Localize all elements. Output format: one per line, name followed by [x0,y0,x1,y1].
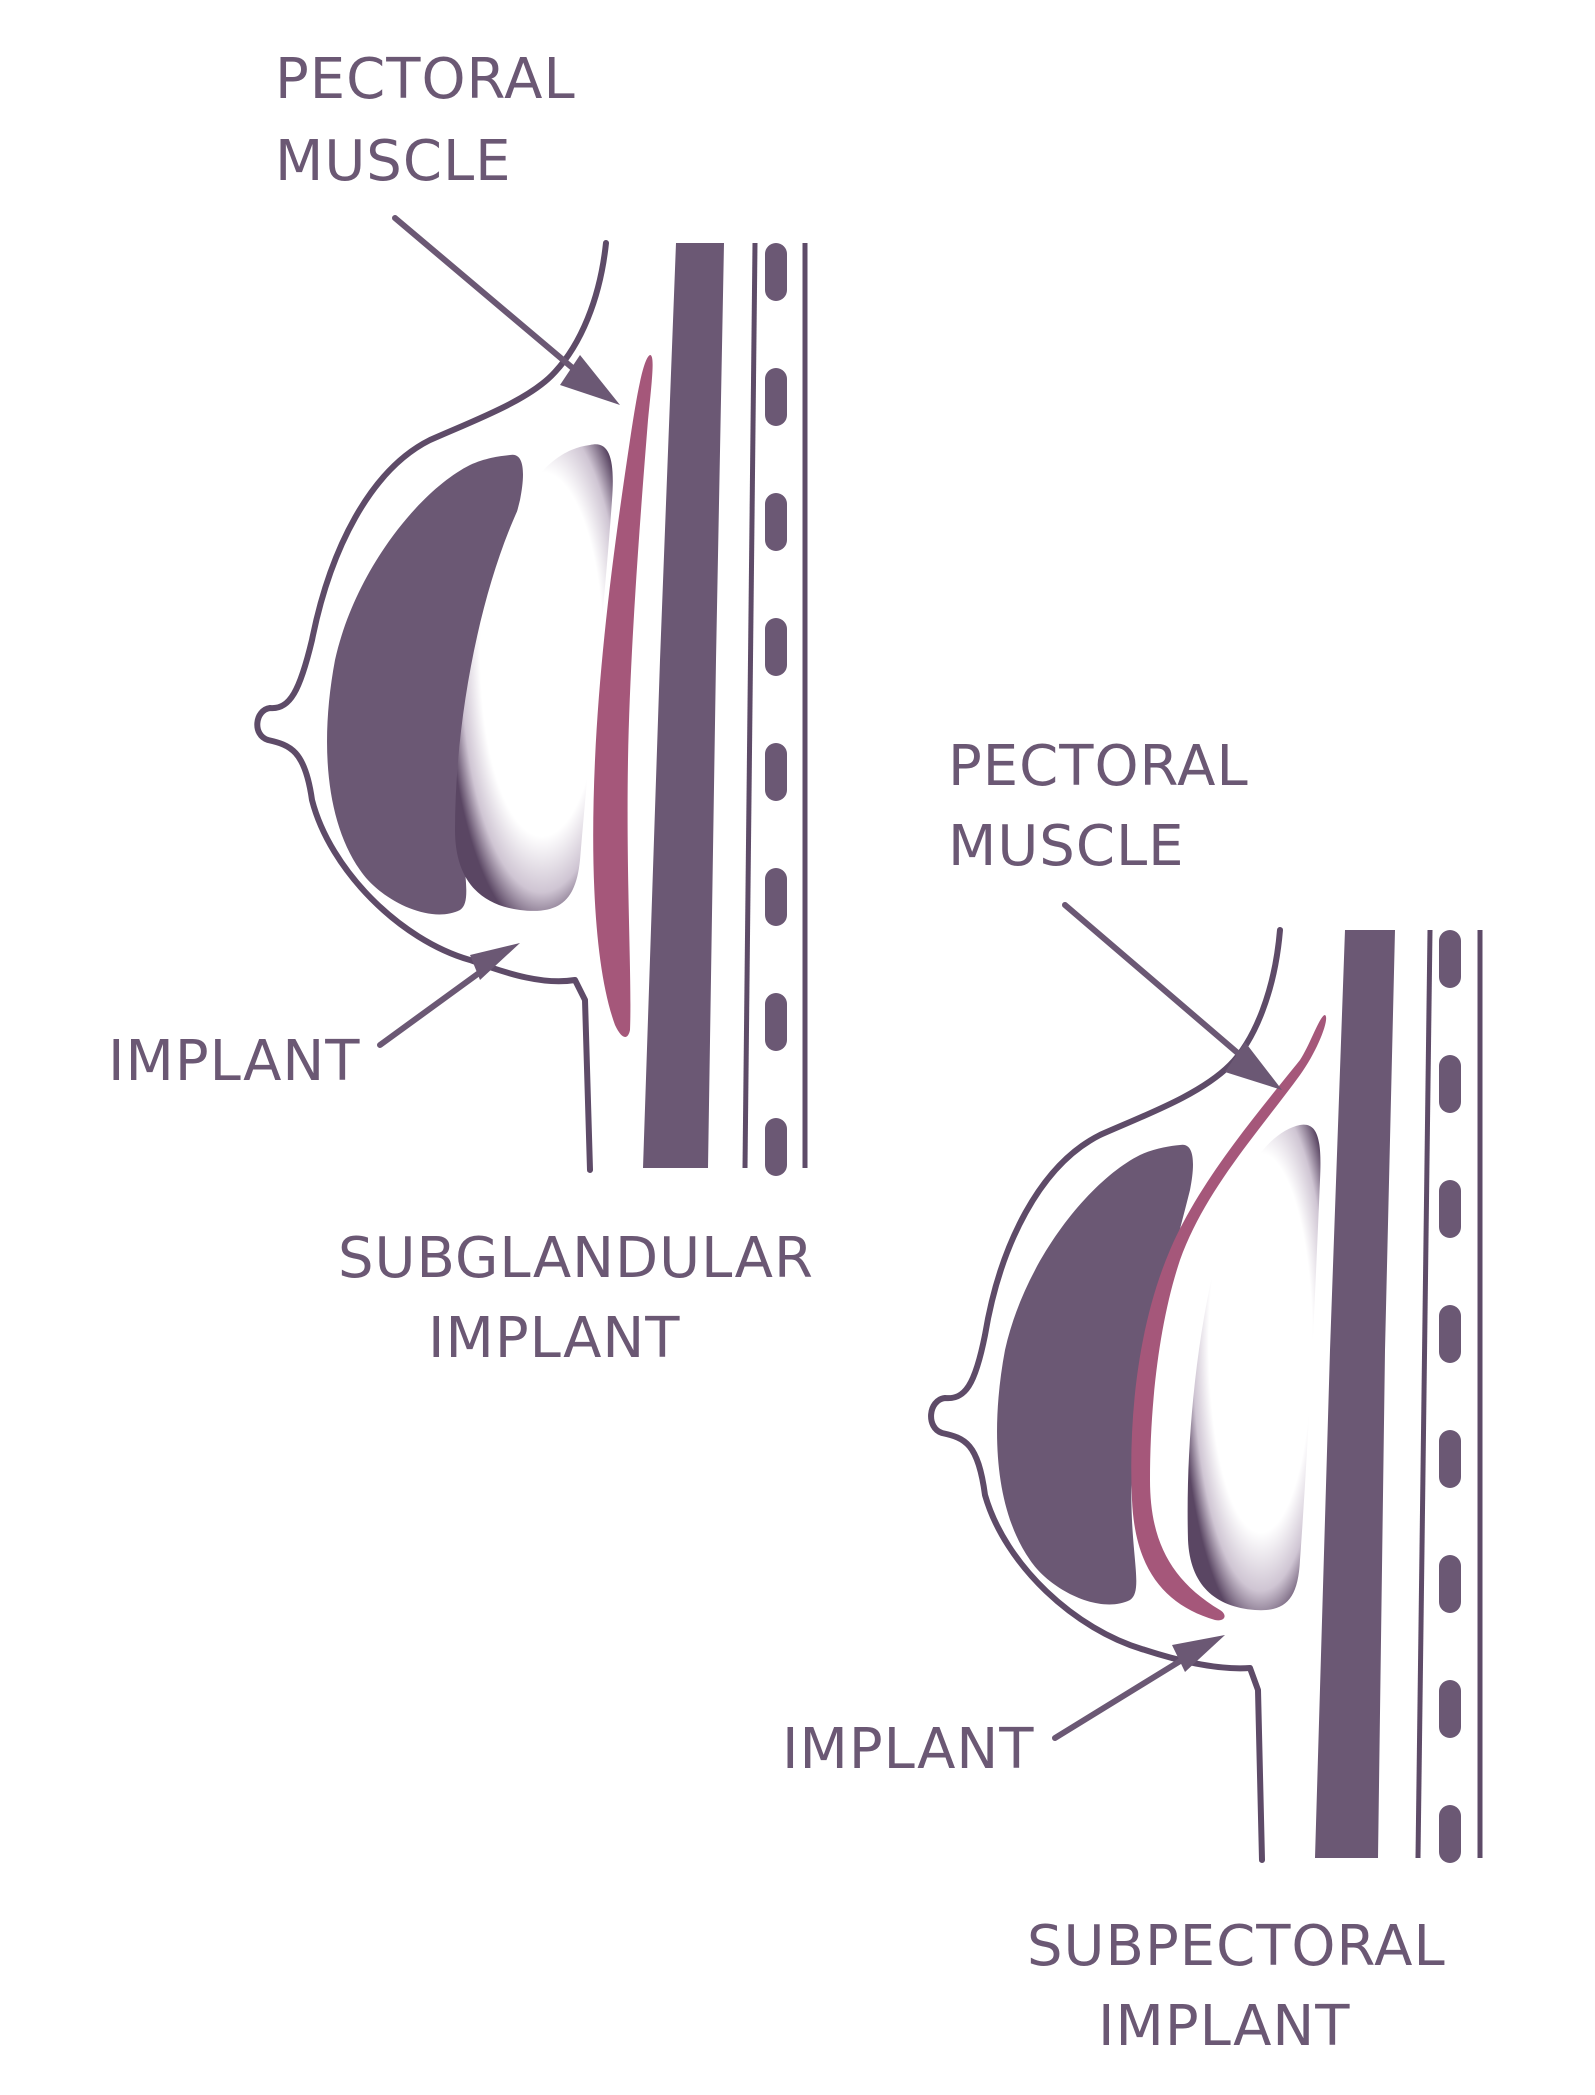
rib-segment [765,243,787,301]
rib-segment [1439,1430,1461,1488]
pectoral-muscle-label-line2: MUSCLE [275,129,512,194]
rib-segment [765,493,787,551]
rib-segment [765,368,787,426]
breast-skin-outline [928,927,1283,1863]
chest-wall [1315,930,1395,1858]
rib-segment [1439,1680,1461,1738]
ribs [765,243,787,1176]
implant-arrow [377,962,493,1048]
subpectoral-diagram: PECTORAL MUSCLE IMPLANT SUBPECTORAL IMPL… [782,734,1483,2059]
breast-gland [327,454,523,915]
implant-label: IMPLANT [108,1029,361,1094]
caption-line1: SUBPECTORAL [1027,1914,1446,1979]
rib-segment [1439,1805,1461,1863]
caption-line1: SUBGLANDULAR [338,1226,814,1291]
pectoral-muscle-label-line2: MUSCLE [948,814,1185,879]
chest-wall [643,243,724,1168]
pectoral-muscle-arrowhead [560,355,620,405]
implant-arrowhead [1172,1635,1225,1672]
rib-segment [765,868,787,926]
pectoral-muscle-arrow [1062,902,1243,1058]
pectoral-muscle [1131,1015,1327,1621]
pectoral-muscle-arrow [392,215,578,373]
rib-segment [765,618,787,676]
rib-segment [1439,1055,1461,1113]
breast-gland [997,1144,1193,1605]
rib-segment [1439,1555,1461,1613]
pectoral-muscle-arrowhead [1225,1042,1282,1090]
caption-line2: IMPLANT [428,1306,681,1371]
caption-line2: IMPLANT [1098,1994,1351,2059]
breast-skin-outline [254,240,609,1173]
subglandular-diagram: PECTORAL MUSCLE IMPLANT SUBGLANDULAR IMP… [108,47,814,1371]
rib-segment [765,993,787,1051]
implant-label: IMPLANT [782,1717,1035,1782]
rib-segment [1439,1180,1461,1238]
rib-line-left [742,242,758,1169]
implant [455,444,613,911]
pectoral-muscle-label-line1: PECTORAL [275,47,576,112]
rib-segment [765,1118,787,1176]
pectoral-muscle [593,355,653,1037]
rib-segment [1439,930,1461,988]
implant-arrow [1052,1652,1193,1741]
ribs [1439,930,1461,1863]
rib-segment [1439,1305,1461,1363]
implant-arrowhead [470,943,520,980]
rib-segment [765,743,787,801]
rib-line-left [1415,929,1433,1859]
implant [1187,1124,1321,1611]
pectoral-muscle-label-line1: PECTORAL [948,734,1249,799]
